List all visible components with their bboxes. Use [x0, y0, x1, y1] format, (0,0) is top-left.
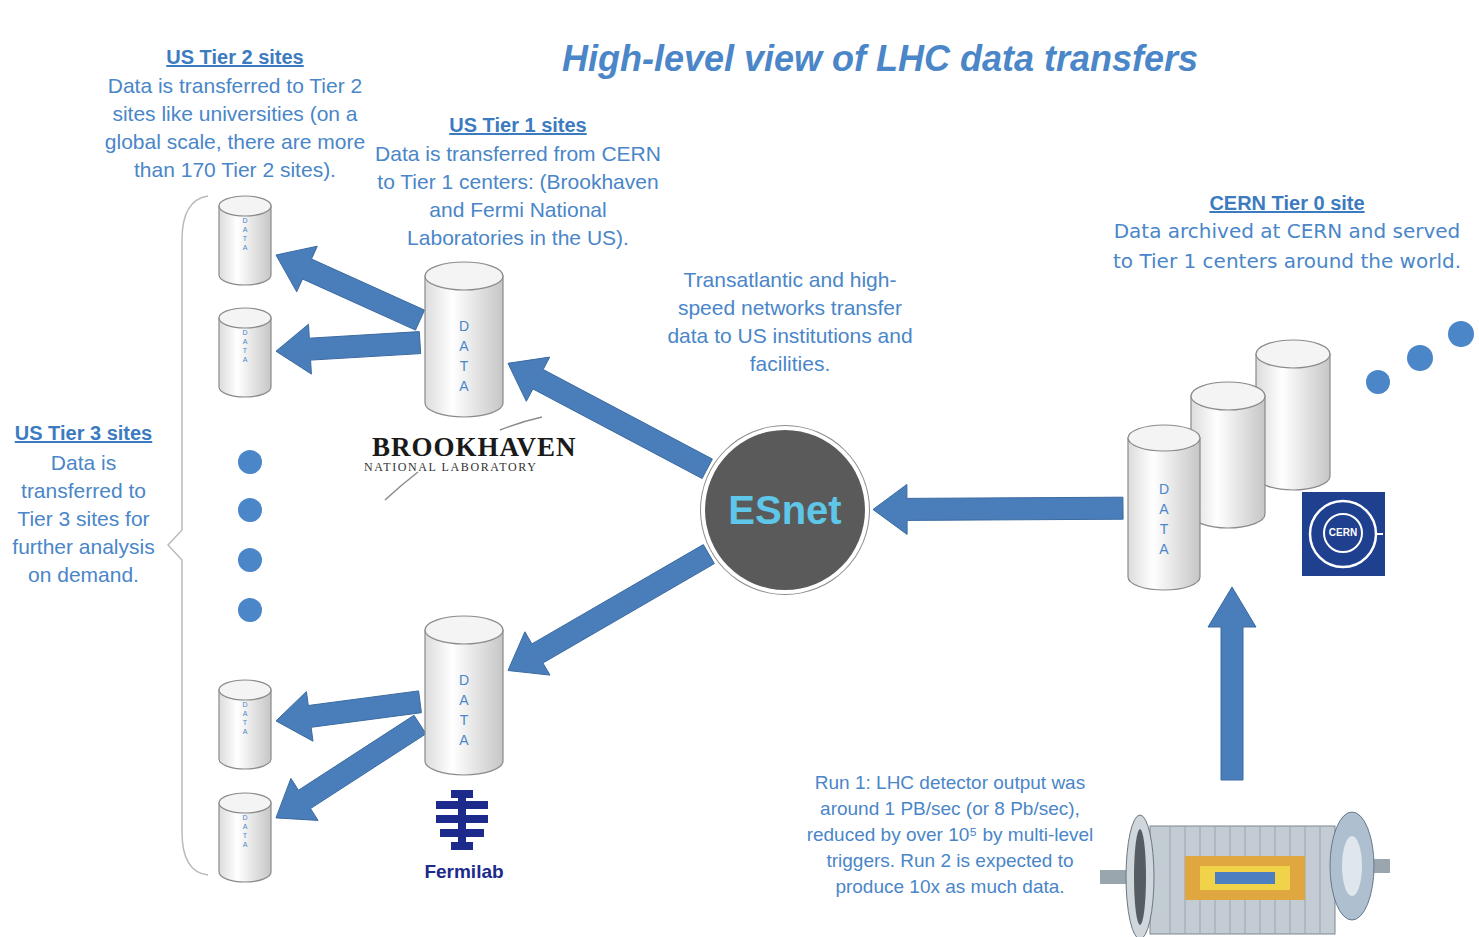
- endcap-core: [1134, 829, 1146, 925]
- cylinder-label: DATA: [457, 670, 471, 750]
- tier-bracket: [168, 196, 208, 875]
- detector: [1100, 812, 1390, 937]
- flow-arrow: [276, 324, 421, 374]
- cylinder-top: [219, 680, 271, 700]
- logo-wordmark: CERN: [1316, 527, 1370, 539]
- section-note-holder: Data is transferred to Tier 3 sites for …: [6, 449, 161, 589]
- section-note: Data is transferred from CERN to Tier 1 …: [370, 140, 666, 252]
- section-note: Data archived at CERN and served to Tier…: [1112, 216, 1462, 276]
- flow-arrow: [276, 246, 425, 330]
- detector-note: Run 1: LHC detector output was around 1 …: [800, 770, 1100, 900]
- section-heading: CERN Tier 0 site: [1112, 190, 1462, 216]
- cylinder-top: [219, 308, 271, 328]
- logo-wordmark-holder: BROOKHAVEN: [372, 432, 612, 462]
- inner-core: [1215, 872, 1275, 884]
- tracker: [1200, 866, 1290, 890]
- cylinder-label: DATA: [457, 316, 471, 396]
- cylinder-top: [1128, 425, 1200, 451]
- cylinder-label: DATA: [242, 700, 249, 736]
- fermilab-symbol: [436, 790, 488, 850]
- cylinder-body: [425, 276, 503, 417]
- data-cylinder: DATA: [1127, 425, 1201, 591]
- cylinder-label: DATA: [1157, 479, 1171, 559]
- detector-note-holder: Run 1: LHC detector output was around 1 …: [800, 770, 1100, 900]
- section-note-holder: Data archived at CERN and served to Tier…: [1112, 216, 1462, 276]
- back-cylinder: [1191, 382, 1265, 528]
- section-heading: US Tier 1 sites: [370, 112, 666, 138]
- cylinder-body: [219, 690, 271, 769]
- cylinder-label: DATA: [242, 328, 249, 364]
- section-note: Data is transferred to Tier 2 sites like…: [100, 72, 370, 184]
- logo-wordmark-holder: CERN: [1316, 527, 1370, 539]
- data-cylinder: DATA: [424, 616, 504, 776]
- cern-logo: [1302, 492, 1385, 576]
- ellipsis-dot: [238, 598, 262, 622]
- endcap: [1126, 815, 1154, 937]
- cylinder-body: [425, 630, 503, 775]
- section-heading: US Tier 2 sites: [100, 44, 370, 70]
- detector-ribs: [1170, 826, 1320, 934]
- logo-subtitle: NATIONAL LABORATORY: [364, 460, 604, 474]
- section-heading-holder: US Tier 1 sites: [370, 112, 666, 138]
- section-note-holder: Data is transferred to Tier 2 sites like…: [100, 72, 370, 184]
- cylinder-body: [219, 206, 271, 285]
- cylinder-body: [1191, 396, 1265, 528]
- logo-swoosh: [500, 417, 542, 430]
- cylinder-label: DATA: [242, 813, 249, 849]
- cylinder-label: DATA: [242, 216, 249, 252]
- logo-wordmark: BROOKHAVEN: [372, 432, 612, 462]
- data-cylinder: DATA: [218, 680, 272, 770]
- data-cylinder: DATA: [218, 196, 272, 286]
- logo-wordmark-holder: Fermilab: [400, 860, 528, 884]
- section-heading-holder: US Tier 2 sites: [100, 44, 370, 70]
- back-cylinder: [1256, 340, 1330, 490]
- ellipsis-dot: [1407, 345, 1433, 371]
- ellipsis-dot: [1366, 370, 1390, 394]
- cylinder-body: [219, 318, 271, 397]
- logo-line: [1376, 533, 1383, 535]
- logo-subtitle-holder: NATIONAL LABORATORY: [364, 460, 604, 474]
- section-heading-holder: CERN Tier 0 site: [1112, 190, 1462, 216]
- cylinder-body: [1128, 438, 1200, 590]
- ellipsis-dot: [238, 450, 262, 474]
- cylinder-top: [219, 793, 271, 813]
- flow-arrow: [276, 715, 426, 820]
- network-note: Transatlantic and high-speed networks tr…: [658, 266, 922, 378]
- hub-label: ESnet: [728, 487, 841, 533]
- ellipsis-dot: [238, 498, 262, 522]
- logo-square: [1302, 492, 1385, 576]
- cylinder-top: [1256, 340, 1330, 368]
- logo-swoosh: [385, 472, 418, 500]
- section-note-holder: Data is transferred from CERN to Tier 1 …: [370, 140, 666, 252]
- section-heading-holder: US Tier 3 sites: [6, 420, 161, 446]
- ellipsis-dot: [1448, 321, 1474, 347]
- cylinder-body: [219, 803, 271, 882]
- end-wheel-core: [1342, 836, 1362, 896]
- detector-body: [1150, 826, 1335, 934]
- calorimeter: [1185, 856, 1305, 900]
- section-note: Data is transferred to Tier 3 sites for …: [6, 449, 161, 589]
- cylinder-top: [425, 616, 503, 644]
- data-cylinder: DATA: [218, 308, 272, 398]
- diagram-title: High-level view of LHC data transfers: [480, 36, 1280, 82]
- section-heading: US Tier 3 sites: [6, 420, 161, 446]
- ellipsis-dot: [238, 548, 262, 572]
- logo-wordmark: Fermilab: [400, 860, 528, 884]
- cylinder-body: [1256, 354, 1330, 490]
- network-hub: ESnet: [705, 430, 865, 590]
- data-cylinder: DATA: [218, 793, 272, 883]
- flow-arrow: [508, 545, 714, 676]
- data-cylinder: DATA: [424, 262, 504, 418]
- detector-arrow: [1208, 587, 1256, 780]
- end-wheel: [1330, 812, 1374, 920]
- flow-arrow: [873, 484, 1123, 534]
- logo-ring: [1310, 501, 1376, 567]
- cylinder-top: [219, 196, 271, 216]
- cylinder-top: [1191, 382, 1265, 410]
- network-note-holder: Transatlantic and high-speed networks tr…: [658, 266, 922, 378]
- cylinder-top: [425, 262, 503, 290]
